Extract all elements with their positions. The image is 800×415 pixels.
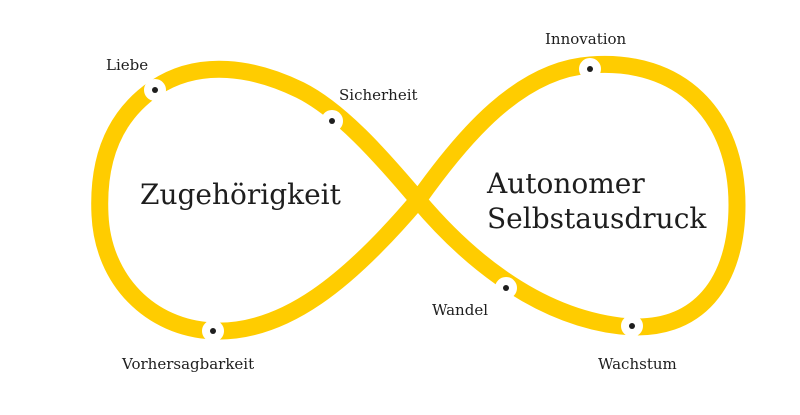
- marker-wachstum: [621, 315, 643, 337]
- left-loop-title: Zugehörigkeit: [140, 178, 342, 211]
- label-liebe: Liebe: [106, 56, 148, 74]
- right-loop-title-line2: Selbstausdruck: [487, 202, 707, 235]
- marker-sicherheit: [321, 110, 343, 132]
- label-vorhersagbarkeit: Vorhersagbarkeit: [121, 355, 254, 373]
- marker-wandel: [495, 277, 517, 299]
- right-loop-title-line1: Autonomer: [486, 167, 645, 200]
- label-innovation: Innovation: [545, 30, 627, 48]
- label-sicherheit: Sicherheit: [339, 86, 418, 104]
- label-wandel: Wandel: [432, 301, 488, 319]
- marker-innovation: [579, 58, 601, 80]
- marker-vorhersagbarkeit: [202, 320, 224, 342]
- label-wachstum: Wachstum: [598, 355, 677, 373]
- infinity-loop-front-strand: [91, 60, 427, 340]
- infinity-loop-back-strand: [409, 55, 746, 336]
- marker-liebe: [144, 79, 166, 101]
